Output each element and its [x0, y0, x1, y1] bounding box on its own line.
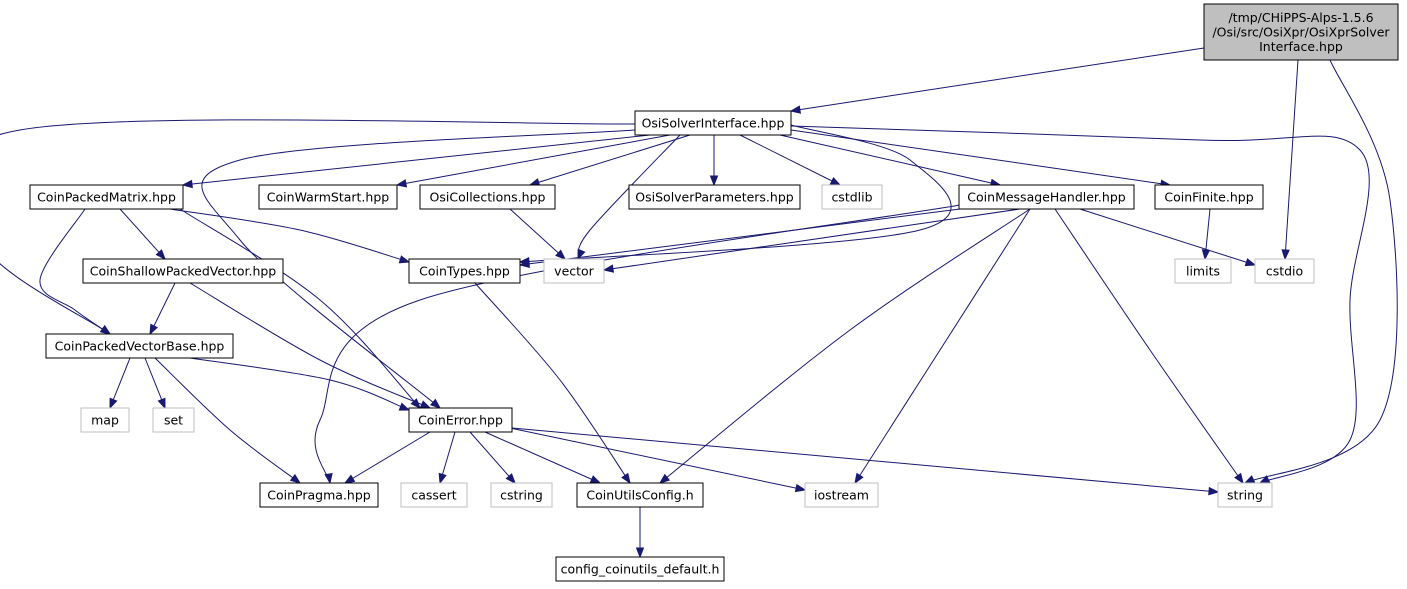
node-label: CoinWarmStart.hpp — [267, 190, 389, 205]
node-label: CoinFinite.hpp — [1164, 190, 1253, 205]
node-osi-collections[interactable]: OsiCollections.hpp — [419, 184, 556, 210]
edge-coin-types-to-coin-utils-config — [474, 282, 631, 485]
edges-layer — [0, 47, 1398, 559]
edge-root-to-osi-solver-interface — [789, 47, 1205, 114]
node-cassert: cassert — [400, 482, 468, 508]
edge-osi-solver-interface-to-cstdlib — [739, 134, 842, 186]
edge-coin-message-handler-to-string — [1054, 208, 1244, 485]
edge-osi-solver-interface-to-coin-message-handler — [779, 134, 1002, 188]
edge-coin-shallow-packed-vector-to-coin-packed-vector-base — [149, 282, 176, 336]
edge-coin-utils-config-to-config-coinutils-default — [635, 507, 645, 559]
edge-coin-error-to-iostream — [509, 427, 807, 493]
node-cstdlib: cstdlib — [821, 184, 883, 210]
node-config-coinutils-default[interactable]: config_coinutils_default.h — [555, 556, 725, 582]
nodes-layer: /tmp/CHiPPS-Alps-1.5.6/Osi/src/OsiXpr/Os… — [29, 3, 1399, 582]
node-label: CoinTypes.hpp — [419, 264, 510, 279]
edge-osi-solver-interface-to-coin-packed-vector-base — [0, 119, 636, 335]
edge-coin-packed-vector-base-to-coin-pragma — [154, 357, 302, 484]
edge-coin-error-to-cassert — [438, 431, 456, 485]
node-coin-finite[interactable]: CoinFinite.hpp — [1154, 184, 1264, 210]
edge-osi-solver-interface-to-coin-finite — [790, 129, 1172, 188]
node-label: OsiSolverInterface.hpp — [642, 116, 785, 131]
node-label: CoinShallowPackedVector.hpp — [90, 264, 277, 279]
node-label: OsiSolverParameters.hpp — [635, 190, 793, 205]
node-coin-utils-config[interactable]: CoinUtilsConfig.h — [576, 482, 704, 508]
edge-osi-solver-interface-to-osi-collections — [528, 134, 691, 187]
edge-coin-message-handler-to-cstdio — [1079, 208, 1257, 267]
node-label: map — [91, 413, 119, 428]
node-coin-types[interactable]: CoinTypes.hpp — [408, 258, 521, 284]
edge-osi-solver-interface-to-string — [790, 125, 1370, 484]
edge-osi-solver-interface-to-coin-packed-matrix — [181, 134, 651, 189]
node-coin-error[interactable]: CoinError.hpp — [408, 407, 513, 433]
node-coin-shallow-packed-vector[interactable]: CoinShallowPackedVector.hpp — [82, 258, 284, 284]
node-label: cassert — [411, 488, 456, 503]
node-vector: vector — [543, 258, 605, 284]
node-label: limits — [1186, 264, 1220, 279]
edge-coin-packed-vector-base-to-set — [144, 357, 166, 410]
edge-coin-packed-matrix-to-coin-packed-vector-base — [39, 208, 112, 335]
node-label: CoinError.hpp — [418, 413, 503, 428]
node-label: cstdlib — [831, 190, 872, 205]
edge-coin-packed-vector-base-to-coin-error — [189, 357, 411, 411]
edge-osi-solver-interface-to-coin-error — [201, 129, 636, 409]
node-label: Interface.hpp — [1259, 39, 1343, 54]
node-coin-packed-matrix[interactable]: CoinPackedMatrix.hpp — [29, 184, 184, 210]
node-coin-warm-start[interactable]: CoinWarmStart.hpp — [258, 184, 398, 210]
node-osi-solver-interface[interactable]: OsiSolverInterface.hpp — [634, 110, 792, 136]
node-cstring: cstring — [490, 482, 553, 508]
node-label: /tmp/CHiPPS-Alps-1.5.6 — [1228, 10, 1373, 25]
node-label: OsiCollections.hpp — [430, 190, 546, 205]
node-coin-packed-vector-base[interactable]: CoinPackedVectorBase.hpp — [45, 333, 234, 359]
node-set: set — [152, 407, 195, 433]
node-label: CoinPackedMatrix.hpp — [37, 190, 176, 205]
edge-osi-solver-interface-to-vector — [577, 134, 681, 261]
edge-osi-collections-to-vector — [509, 208, 567, 260]
node-label: CoinPragma.hpp — [267, 488, 370, 503]
node-label: vector — [554, 264, 595, 279]
node-limits: limits — [1174, 258, 1232, 284]
node-coin-pragma[interactable]: CoinPragma.hpp — [259, 482, 379, 508]
node-label: cstdio — [1266, 264, 1303, 279]
edge-coin-packed-matrix-to-coin-error — [179, 208, 421, 410]
node-map: map — [80, 407, 130, 433]
edge-coin-packed-vector-base-to-map — [109, 357, 131, 410]
edge-coin-message-handler-to-coin-utils-config — [658, 208, 1031, 484]
edge-osi-solver-interface-to-osi-solver-parameters — [709, 135, 719, 187]
edge-coin-message-handler-to-vector — [602, 208, 1021, 273]
node-label: config_coinutils_default.h — [561, 562, 720, 577]
node-label: cstring — [500, 488, 543, 503]
edge-coin-message-handler-to-iostream — [854, 208, 1031, 485]
edge-coin-packed-matrix-to-coin-shallow-packed-vector — [119, 208, 166, 261]
edge-coin-error-to-cstring — [469, 431, 516, 485]
node-label: set — [164, 413, 183, 428]
edge-coin-error-to-coin-pragma — [343, 431, 431, 484]
node-label: string — [1227, 488, 1263, 503]
node-label: /Osi/src/OsiXpr/OsiXprSolver — [1212, 25, 1390, 40]
node-label: CoinMessageHandler.hpp — [967, 190, 1125, 205]
node-string: string — [1217, 482, 1273, 508]
node-label: CoinPackedVectorBase.hpp — [55, 339, 225, 354]
edge-osi-solver-interface-to-coin-warm-start — [395, 134, 671, 188]
node-iostream: iostream — [804, 482, 879, 508]
node-cstdio: cstdio — [1254, 258, 1315, 284]
edge-coin-message-handler-to-coin-types — [518, 208, 961, 268]
edge-coin-packed-matrix-to-coin-types — [169, 208, 411, 264]
node-label: CoinUtilsConfig.h — [586, 488, 693, 503]
node-coin-message-handler[interactable]: CoinMessageHandler.hpp — [958, 184, 1135, 210]
edge-coin-error-to-string — [511, 427, 1220, 496]
node-osi-solver-parameters[interactable]: OsiSolverParameters.hpp — [628, 184, 801, 210]
edge-root-to-cstdio — [1281, 59, 1299, 261]
edge-root-to-string — [1243, 59, 1398, 484]
edge-coin-message-handler-to-coin-pragma — [314, 204, 961, 485]
node-label: iostream — [814, 488, 869, 503]
edge-coin-finite-to-limits — [1201, 208, 1211, 261]
node-root[interactable]: /tmp/CHiPPS-Alps-1.5.6/Osi/src/OsiXpr/Os… — [1203, 3, 1399, 61]
edge-coin-error-to-coin-utils-config — [484, 431, 602, 484]
